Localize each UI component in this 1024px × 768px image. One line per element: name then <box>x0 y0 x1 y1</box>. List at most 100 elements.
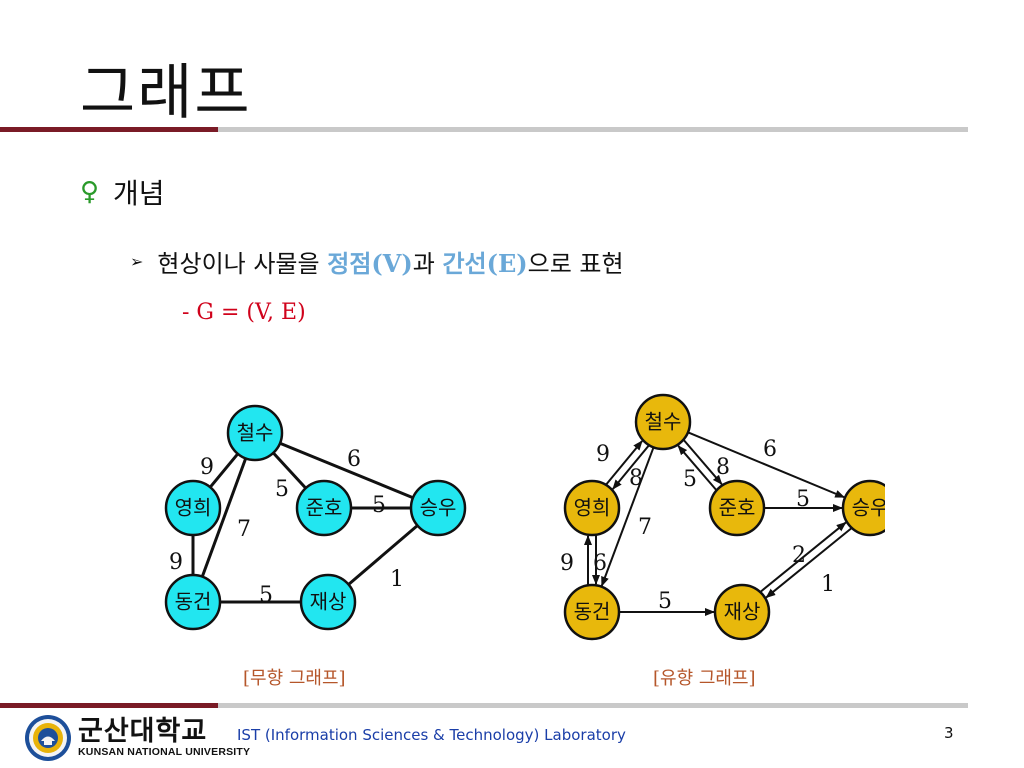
university-emblem-icon <box>25 715 71 761</box>
bullet-2-prefix: 현상이나 사물을 <box>157 250 328 278</box>
term-edge: 간선(E) <box>442 249 528 278</box>
edge-철수-영희 <box>612 444 650 490</box>
node-label: 재상 <box>724 600 761 624</box>
node-circle <box>299 573 357 631</box>
graph-definition-formula: - G = (V, E) <box>182 300 306 325</box>
node-label: 영희 <box>574 496 611 520</box>
edge-철수-영희 <box>209 452 239 489</box>
edge-weight-label: 6 <box>763 437 777 462</box>
edge-weight-label: 9 <box>200 455 214 480</box>
edge-weight-label: 8 <box>716 455 730 480</box>
footer-divider <box>218 703 968 708</box>
edge-철수-승우 <box>687 431 846 499</box>
edge-철수-동건 <box>200 457 248 578</box>
university-name-korean: 군산대학교 <box>78 716 208 747</box>
term-vertex: 정점(V) <box>327 249 413 278</box>
edge-승우-재상 <box>765 527 853 599</box>
edge-영희-철수 <box>605 440 643 486</box>
female-symbol-bullet-icon: ♀ <box>80 177 100 207</box>
edge-재상-승우 <box>759 521 847 593</box>
node-동건: 동건 <box>563 583 621 641</box>
node-승우: 승우 <box>409 479 467 537</box>
arrowhead-bullet-icon: ➢ <box>130 252 144 271</box>
node-circle <box>295 479 353 537</box>
node-준호: 준호 <box>708 479 766 537</box>
bullet-2-suffix: 으로 표현 <box>527 250 624 278</box>
node-재상: 재상 <box>713 583 771 641</box>
edge-철수-준호 <box>682 439 723 485</box>
node-circle <box>226 404 284 462</box>
edge-weight-label: 9 <box>560 551 574 576</box>
edge-weight-label: 7 <box>638 515 652 540</box>
university-logo: 군산대학교 KUNSAN NATIONAL UNIVERSITY <box>24 714 250 762</box>
node-재상: 재상 <box>299 573 357 631</box>
slide-title: 그래프 <box>80 58 252 128</box>
node-circle <box>563 583 621 641</box>
node-circle <box>563 479 621 537</box>
page-number: 3 <box>944 724 954 742</box>
node-영희: 영희 <box>164 479 222 537</box>
bullet-2-mid: 과 <box>412 250 443 278</box>
edge-철수-승우 <box>279 441 414 500</box>
node-label: 준호 <box>719 496 756 520</box>
edge-weight-label: 5 <box>372 493 386 518</box>
title-underline <box>218 127 968 132</box>
node-label: 준호 <box>306 496 343 520</box>
edge-weight-label: 2 <box>792 543 806 568</box>
node-동건: 동건 <box>164 573 222 631</box>
node-label: 재상 <box>310 590 347 614</box>
node-label: 철수 <box>645 410 682 434</box>
node-영희: 영희 <box>563 479 621 537</box>
node-circle <box>713 583 771 641</box>
node-label: 승우 <box>852 496 885 520</box>
bullet-level-2: ➢ 현상이나 사물을 정점(V)과 간선(E)으로 표현 <box>130 244 624 279</box>
edge-weight-label: 5 <box>275 477 289 502</box>
edge-철수-동건 <box>600 446 655 587</box>
edge-weight-label: 9 <box>596 442 610 467</box>
node-철수: 철수 <box>226 404 284 462</box>
node-circle <box>634 393 692 451</box>
node-circle <box>164 573 222 631</box>
node-circle <box>409 479 467 537</box>
edge-재상-승우 <box>347 524 419 586</box>
edge-weight-label: 6 <box>347 447 361 472</box>
bullet-level-2-text: 현상이나 사물을 정점(V)과 간선(E)으로 표현 <box>157 244 623 279</box>
bullet-level-1-text: 개념 <box>113 177 165 210</box>
edge-weight-label: 6 <box>593 551 607 576</box>
edge-weight-label: 1 <box>821 572 835 597</box>
node-label: 승우 <box>420 496 457 520</box>
edge-weight-label: 5 <box>658 589 672 614</box>
node-승우: 승우 <box>841 479 899 537</box>
edge-weight-label: 5 <box>259 583 273 608</box>
node-circle <box>708 479 766 537</box>
edge-weight-label: 9 <box>169 550 183 575</box>
undirected-graph-caption: [무향 그래프] <box>243 668 346 689</box>
node-label: 영희 <box>175 496 212 520</box>
university-name-english: KUNSAN NATIONAL UNIVERSITY <box>78 746 251 758</box>
edge-weight-label: 7 <box>237 517 251 542</box>
edge-weight-label: 5 <box>683 467 697 492</box>
node-label: 동건 <box>175 590 212 614</box>
lab-name: IST (Information Sciences & Technology) … <box>237 726 626 744</box>
edge-weight-label: 1 <box>390 567 404 592</box>
bullet-level-1: ♀ 개념 <box>80 172 165 212</box>
edge-weight-label: 5 <box>796 487 810 512</box>
edge-철수-준호 <box>272 451 307 490</box>
footer-divider-accent <box>0 703 218 708</box>
edge-준호-철수 <box>677 445 718 491</box>
directed-graph-caption: [유향 그래프] <box>653 668 756 689</box>
node-label: 철수 <box>237 421 274 445</box>
node-circle <box>164 479 222 537</box>
node-label: 동건 <box>574 600 611 624</box>
node-준호: 준호 <box>295 479 353 537</box>
node-철수: 철수 <box>634 393 692 451</box>
title-underline-accent <box>0 127 218 132</box>
